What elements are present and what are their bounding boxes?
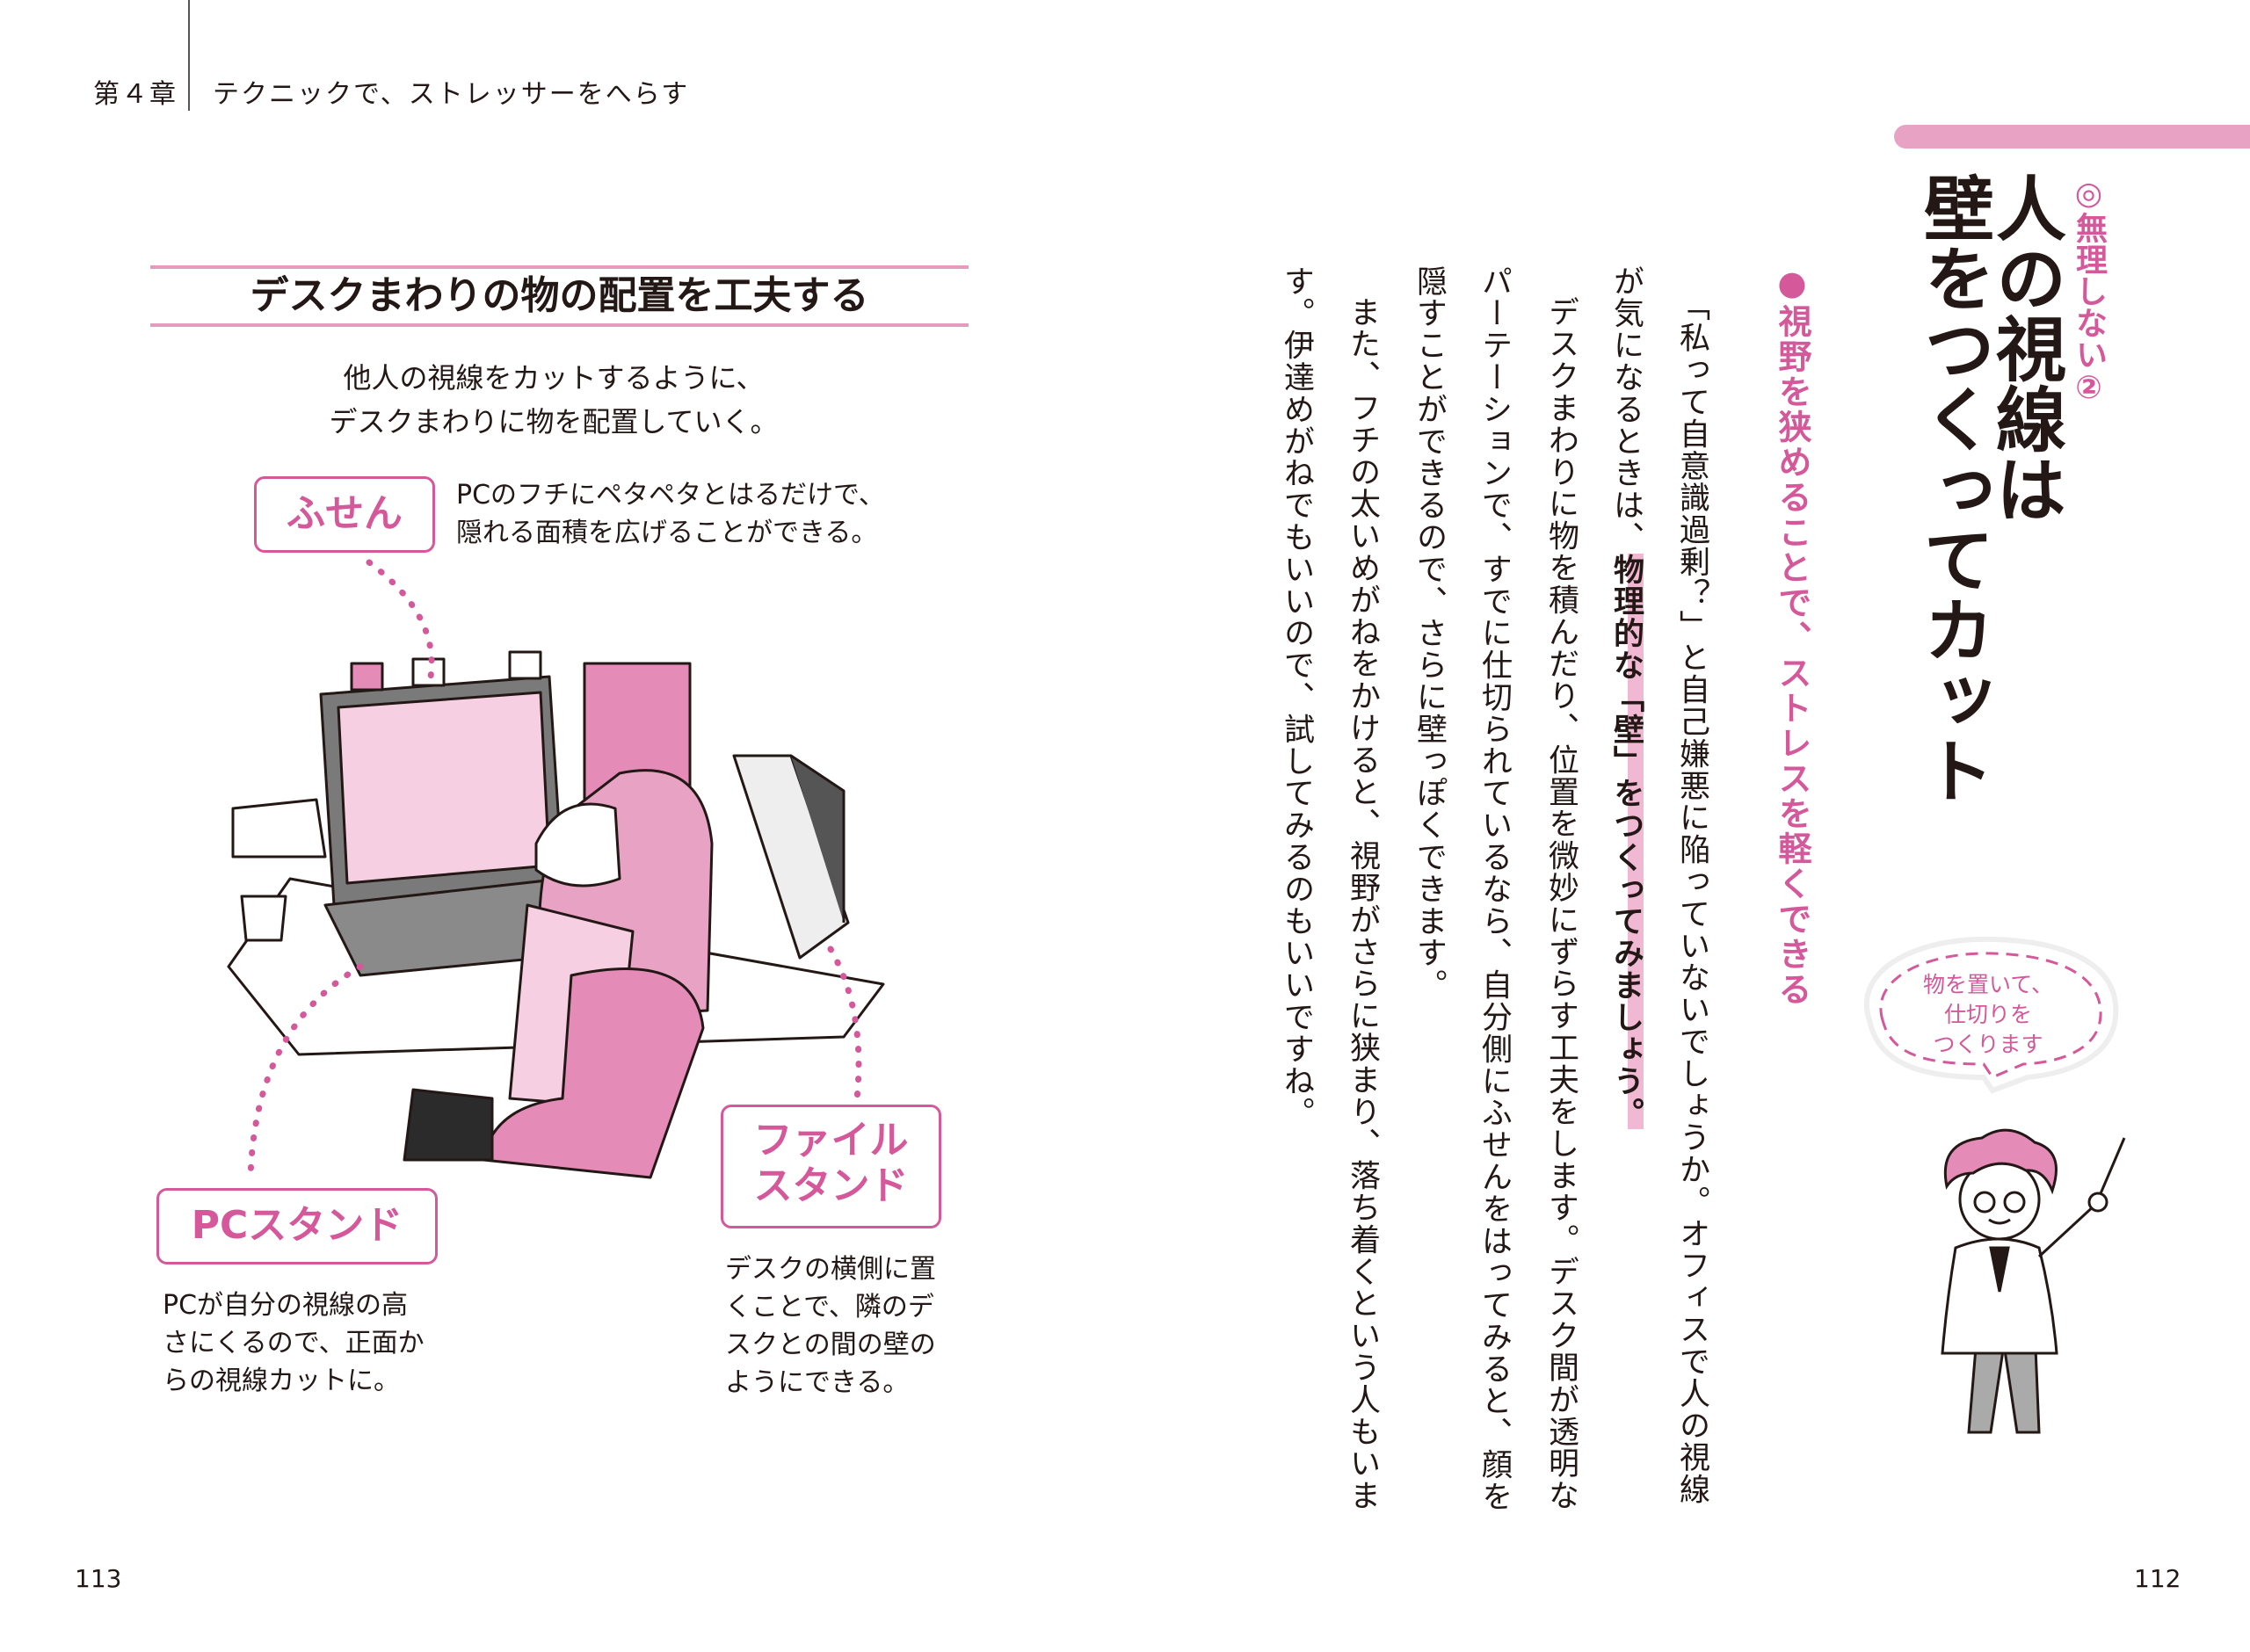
file-stand: [732, 754, 850, 960]
label-line: ファイル: [753, 1118, 909, 1163]
body-column-1: 「私って自意識過剰？」と自己嫌悪に陥っていないでしょうか。オフィスで人の視線: [1674, 290, 1709, 1506]
desc-line: PCのフチにペタペタとはるだけで、: [456, 480, 885, 511]
desc-line: PCが自分の視線の高: [163, 1290, 409, 1321]
desc-line: デスクの横側に置: [725, 1254, 936, 1285]
header-divider: [188, 0, 190, 111]
body-column-4: パーテーションで、すでに仕切られているなら、自分側にふせんをはってみると、顔を: [1477, 265, 1512, 1513]
callout-desc-pc-stand: PCが自分の視線の高 さにくるので、正面か らの視線カットに。: [163, 1286, 425, 1400]
mug: [240, 895, 287, 942]
chapter-title: テクニックで、ストレッサーをへらす: [213, 79, 690, 110]
office-chair: [482, 967, 705, 1179]
sticky-note: [350, 662, 384, 692]
calendar: [231, 798, 327, 859]
lead-heading: ●視野を狭めることで、ストレスを軽くできる: [1773, 264, 1811, 1007]
callout-label-file-stand: ファイル スタンド: [721, 1105, 941, 1228]
sticky-note: [508, 650, 542, 680]
sticky-note: [411, 657, 446, 687]
bubble-line: つくります: [1933, 1032, 2043, 1057]
callout-desc-file-stand: デスクの横側に置 くことで、隣のデ スクとの間の壁の ようにできる。: [725, 1250, 936, 1402]
figure-title: デスクまわりの物の配置を工夫する: [150, 265, 969, 327]
speech-bubble-text: 物を置いて、 仕切りを つくります: [1852, 970, 2124, 1060]
teacher-character-illustration: [1941, 1128, 2126, 1434]
desc-line: さにくるので、正面か: [163, 1328, 425, 1359]
speech-bubble: [1863, 936, 2119, 1094]
figure-subtitle-line-1: 他人の視線をカットするように、: [343, 361, 765, 395]
body-column-6: また、フチの太いめがねをかけると、視野がさらに狭まり、落ち着くという人もいま: [1345, 296, 1380, 1512]
desc-line: らの視線カットに。: [163, 1366, 400, 1396]
body-column-2: が気になるときは、物理的な「壁」をつくってみましょう。: [1608, 265, 1644, 1129]
callout-desc-sticky-notes: PCのフチにペタペタとはるだけで、 隠れる面積を広げることができる。: [456, 476, 885, 552]
body-column-3: デスクまわりに物を積んだり、位置を微妙にずらす工夫をします。デスク間が透明な: [1543, 296, 1579, 1512]
desc-line: スクとの間の壁の: [725, 1330, 936, 1360]
bubble-line: 仕切りを: [1943, 1002, 2032, 1027]
body-text: が気になるときは、: [1608, 265, 1644, 554]
desc-line: くことで、隣のデ: [725, 1292, 934, 1322]
desk-illustration: [227, 559, 885, 1181]
desc-line: ようにできる。: [725, 1367, 910, 1398]
section-bar: [1894, 125, 2250, 149]
label-line: スタンド: [753, 1163, 909, 1208]
page-title-line-1: 人の視線は: [1985, 172, 2066, 524]
page-number-left: 113: [75, 1564, 122, 1593]
callout-label-sticky-notes: ふせん: [254, 476, 435, 553]
page-number-right: 112: [2134, 1564, 2181, 1593]
page-title-line-2: 壁をつくってカット: [1912, 172, 1994, 805]
body-column-5: 隠すことができるので、さらに壁っぽくできます。: [1412, 265, 1447, 1002]
section-kicker: ◎無理しない②: [2071, 176, 2107, 406]
bubble-line: 物を置いて、: [1922, 972, 2053, 997]
running-header: 第４章 テクニックで、ストレッサーをへらす: [93, 0, 690, 111]
highlighted-text: 物理的な「壁」をつくってみましょう。: [1608, 553, 1644, 1129]
callout-label-pc-stand: PCスタンド: [156, 1188, 438, 1264]
body-column-7: す。伊達めがねでもいいので、試してみるのもいいですね。: [1279, 265, 1314, 1129]
chapter-number: 第４章: [93, 79, 178, 110]
desc-line: 隠れる面積を広げることができる。: [456, 518, 878, 548]
figure-subtitle-line-2: デスクまわりに物を配置していく。: [329, 405, 779, 438]
